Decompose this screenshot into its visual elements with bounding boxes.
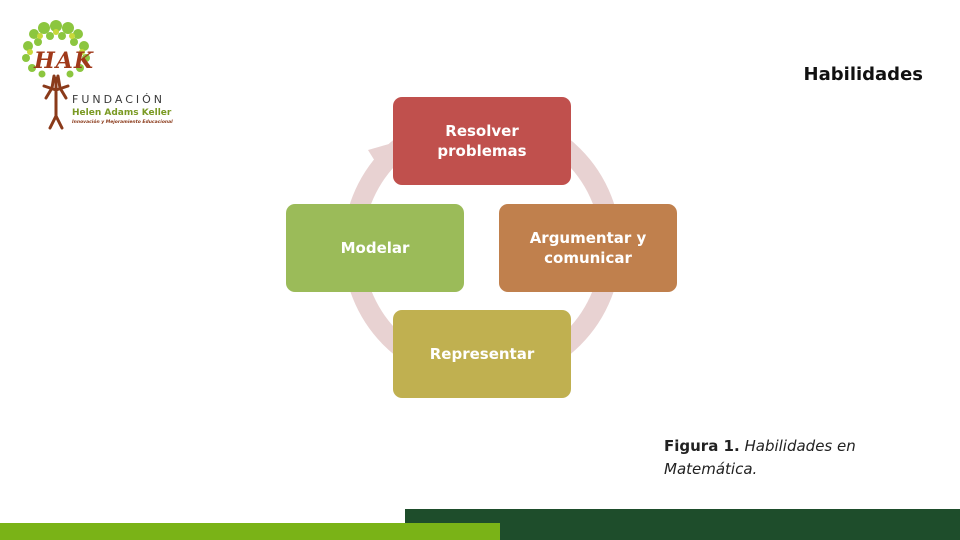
caption-text: Habilidades en Matemática. bbox=[664, 437, 856, 479]
node-label: Representar bbox=[429, 344, 535, 363]
node-modelar: Modelar bbox=[286, 204, 464, 292]
logo: HAK FUNDACIÓN Helen Adams Keller Innovac… bbox=[14, 16, 174, 136]
page-title: Habilidades bbox=[803, 64, 923, 85]
logo-name: Helen Adams Keller bbox=[72, 108, 172, 118]
logo-monogram: HAK bbox=[34, 48, 94, 74]
footer-green-bar bbox=[0, 523, 500, 540]
node-representar: Representar bbox=[393, 310, 571, 398]
tree-logo-icon bbox=[22, 20, 90, 130]
logo-tagline: Innovación y Mejoramiento Educacional bbox=[72, 120, 173, 125]
caption-lead: Figura 1. bbox=[664, 437, 740, 455]
node-label: Argumentar y comunicar bbox=[529, 228, 647, 267]
node-label: Modelar bbox=[340, 238, 410, 257]
logo-word: FUNDACIÓN bbox=[72, 93, 166, 106]
figure-caption: Figura 1. Habilidades en Matemática. bbox=[664, 435, 904, 482]
node-label: Resolver problemas bbox=[437, 121, 527, 160]
node-resolver-problemas: Resolver problemas bbox=[393, 97, 571, 185]
node-argumentar-y-comunicar: Argumentar y comunicar bbox=[499, 204, 677, 292]
